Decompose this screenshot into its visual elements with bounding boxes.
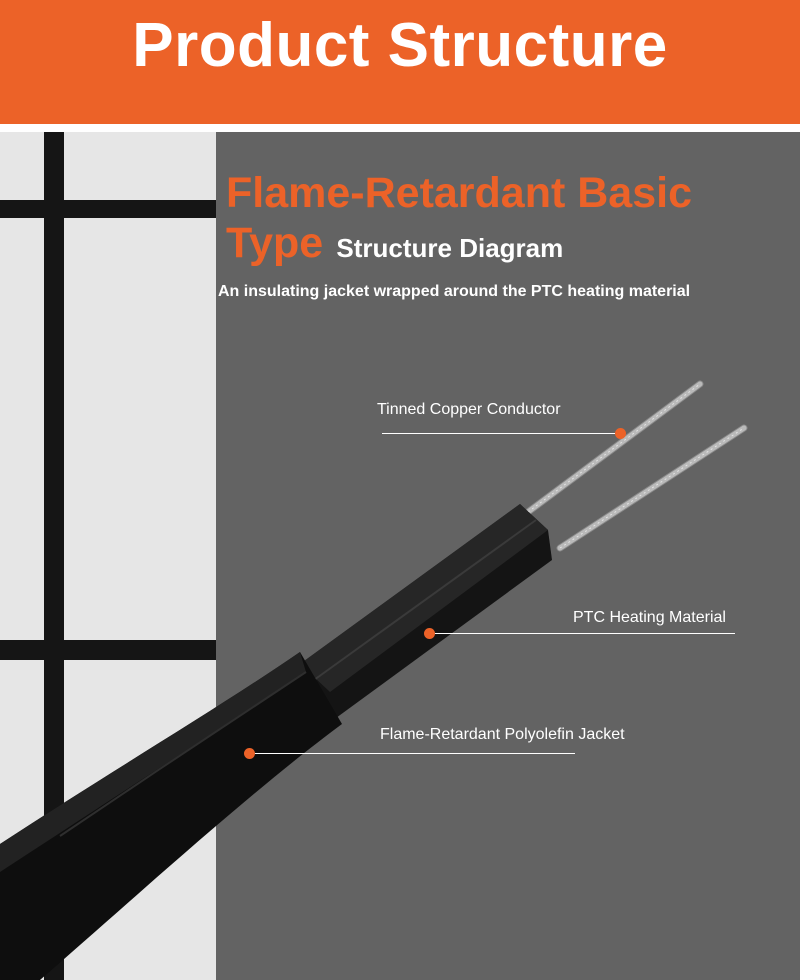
- header-banner: Product Structure: [0, 0, 800, 124]
- marker-heating: [424, 628, 435, 639]
- label-heating: PTC Heating Material: [573, 609, 726, 626]
- label-jacket: Flame-Retardant Polyolefin Jacket: [380, 726, 625, 743]
- cable-illustration: [0, 132, 748, 980]
- leader-line-conductor: [382, 433, 620, 434]
- leader-line-jacket: [250, 753, 575, 754]
- diagram-title-main: Flame-Retardant Basic Type: [226, 169, 692, 267]
- grid-bar-vertical: [44, 132, 64, 980]
- grid-bar-horizontal-top: [0, 200, 216, 218]
- marker-jacket: [244, 748, 255, 759]
- tinned-copper-wires: [524, 380, 748, 552]
- polyolefin-jacket: [0, 652, 342, 980]
- diagram-subtitle: An insulating jacket wrapped around the …: [218, 283, 691, 300]
- diagram-title: Flame-Retardant Basic Type Structure Dia…: [226, 168, 796, 273]
- grid-bar-horizontal-bottom: [0, 640, 216, 660]
- leader-line-heating: [430, 633, 735, 634]
- diagram-stage: Flame-Retardant Basic Type Structure Dia…: [0, 132, 800, 980]
- diagram-title-suffix: Structure Diagram: [329, 233, 564, 263]
- marker-conductor: [615, 428, 626, 439]
- page-title: Product Structure: [132, 11, 668, 80]
- label-conductor: Tinned Copper Conductor: [377, 401, 561, 418]
- ptc-heating-core: [300, 504, 552, 718]
